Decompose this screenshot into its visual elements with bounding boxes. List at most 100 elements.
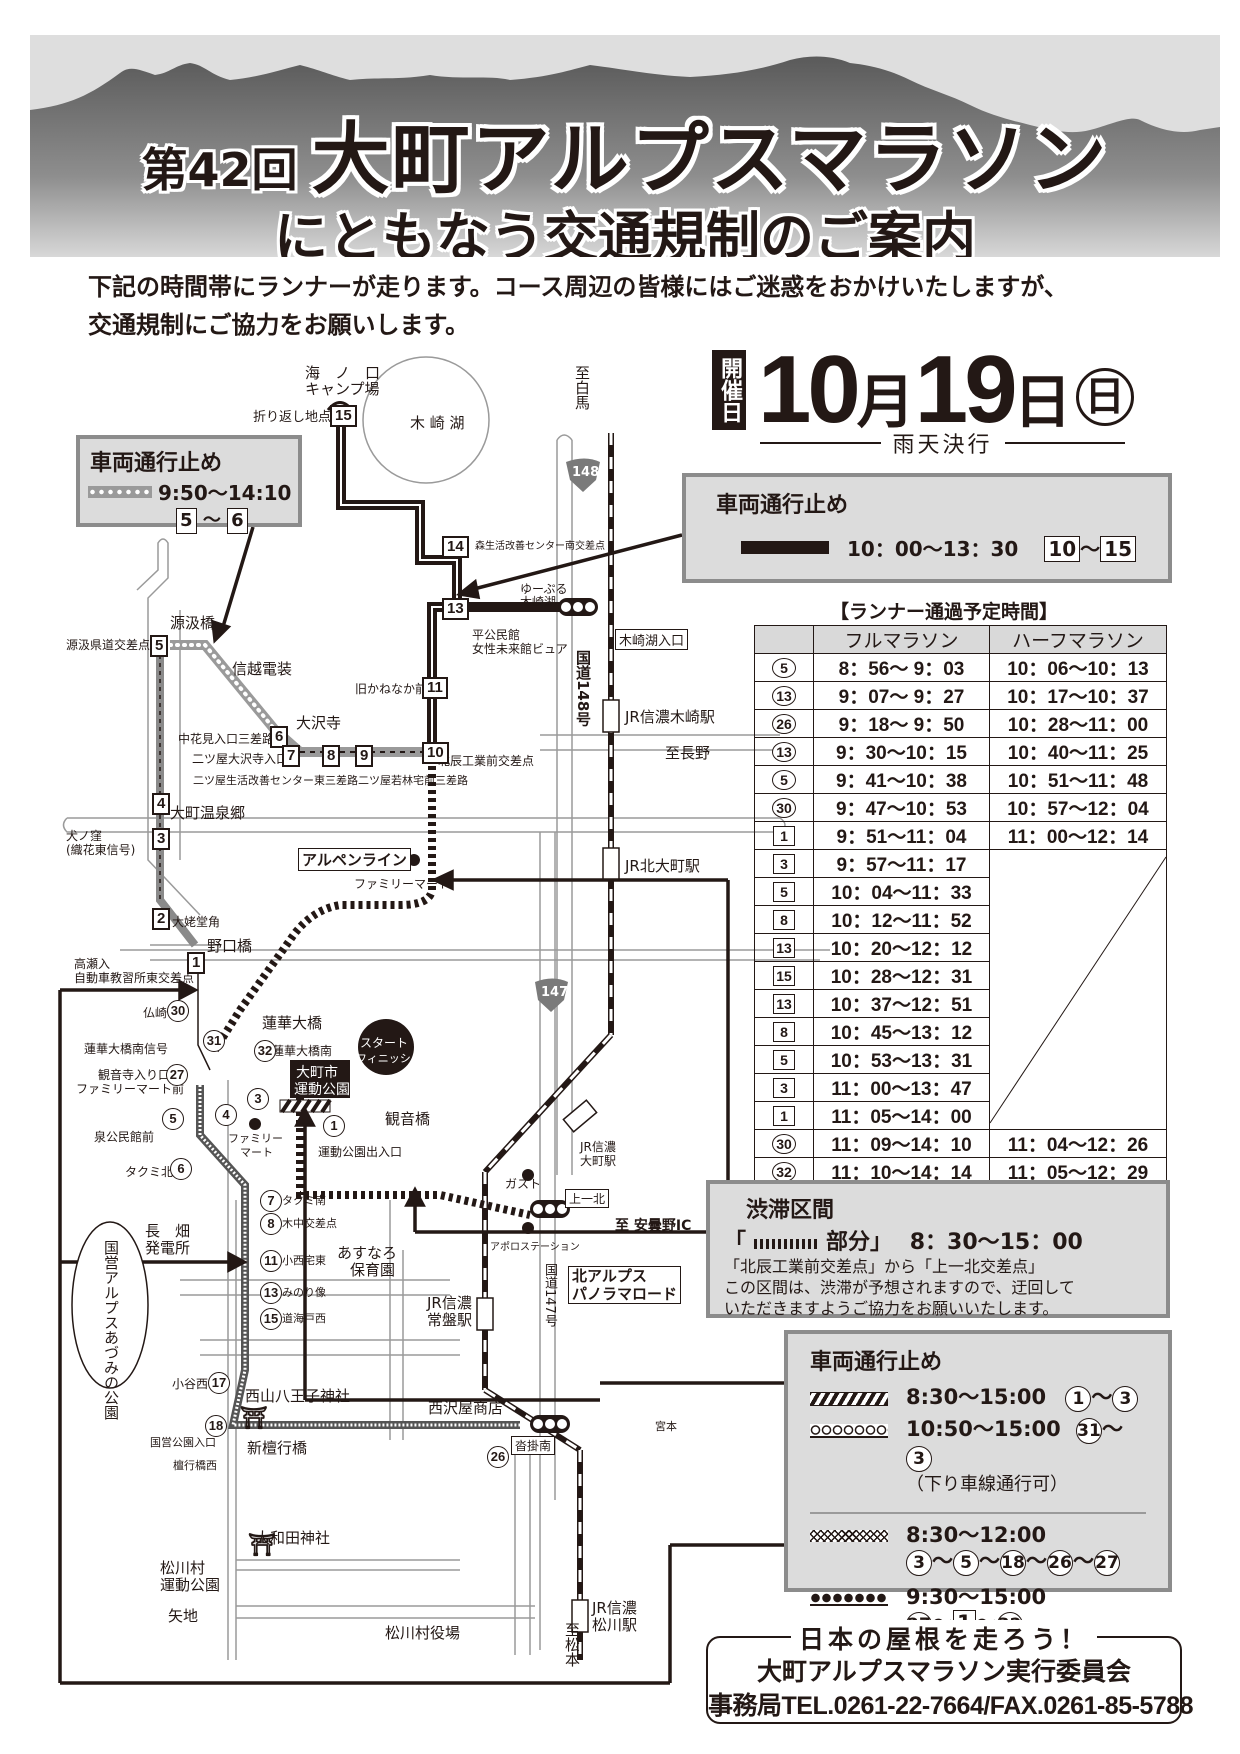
part-label: 部分」 bbox=[826, 1230, 893, 1255]
checkpoint-c18: 18 bbox=[205, 1415, 227, 1437]
legend-item-circles: 10:50〜15:00 31〜3 （下り車線通行可） bbox=[810, 1416, 1146, 1498]
full-time: 11：05〜14：00 bbox=[813, 1101, 990, 1130]
map-label-miyamoto: 宮本 bbox=[655, 1420, 677, 1433]
checkpoint-c27: 27 bbox=[166, 1064, 188, 1086]
map-label-futatsuya-wakabayashi: 二ツ屋若林宅前三差路 bbox=[358, 774, 468, 787]
congestion-time-row: 「 部分」 8：30〜15：00 bbox=[724, 1224, 1152, 1256]
half-time-empty-cell bbox=[989, 849, 1167, 1130]
legend-time: 8:30〜12:00 bbox=[906, 1523, 1047, 1547]
marker: 8 bbox=[773, 1021, 795, 1042]
divider bbox=[1004, 442, 1126, 444]
map-label-asunaro-2: 保育園 bbox=[350, 1261, 396, 1279]
checkpoint-3: 3 bbox=[152, 828, 171, 850]
map-label-nishizawaya: 西沢屋商店 bbox=[428, 1399, 504, 1417]
marker: 5 bbox=[772, 769, 796, 790]
checkpoint-c26: 26 bbox=[487, 1446, 509, 1468]
table-row: 13 10：37〜12：51 bbox=[754, 989, 1167, 1018]
full-time: 9：41〜10：38 bbox=[813, 765, 990, 794]
half-time: 10：51〜11：48 bbox=[989, 765, 1167, 794]
range-to: 6 bbox=[227, 508, 248, 534]
map-label-to-hakuba: 至白馬 bbox=[573, 365, 591, 410]
map-label-hachiouji: 西山八王子神社 bbox=[245, 1387, 351, 1405]
range-point: 3 bbox=[906, 1550, 932, 1576]
full-time: 10：53〜13：31 bbox=[813, 1045, 990, 1074]
map-label-apollo: アポロステーション bbox=[490, 1242, 580, 1253]
congestion-legend: 渋滞区間 「部分」 8：30〜15：00 「北辰工業前交差点」から「上一北交差点… bbox=[706, 1180, 1170, 1318]
full-time: 10：37〜12：51 bbox=[813, 989, 990, 1018]
map-label-takasein-2: 自動車教習所東交差点 bbox=[74, 971, 195, 985]
closure-legend-lower: 車両通行止め 8:30〜15:00 1〜3 10:50〜15:00 31〜3 （… bbox=[784, 1330, 1172, 1638]
page-title: 第42回大町アルプスマラソン bbox=[30, 97, 1220, 209]
map-label-to-nagano: 至長野 bbox=[665, 744, 711, 762]
checkpoint-13: 13 bbox=[442, 598, 469, 620]
closure-legend-time: 10：00〜13：30 bbox=[847, 537, 1019, 561]
map-label-kannonji: 観音寺入り口 bbox=[98, 1068, 171, 1082]
map-label-familymart-2b: マート bbox=[240, 1146, 273, 1159]
map-label-genkyubashi: 源汲橋 bbox=[170, 614, 216, 632]
congestion-time: 8：30〜15：00 bbox=[909, 1230, 1083, 1255]
map-label-rengeohashi-minami: 蓮華大橋南 bbox=[272, 1044, 333, 1058]
full-time: 9：57〜11：17 bbox=[813, 849, 990, 878]
closure-legend-time: 9:50〜14:10 bbox=[158, 481, 292, 505]
full-time: 10：04〜11：33 bbox=[813, 877, 990, 906]
solid-black-swatch-icon bbox=[741, 541, 829, 554]
marker: 13 bbox=[772, 685, 796, 706]
marker: 13 bbox=[773, 993, 795, 1014]
map-label-taira-komin-2: 女性未来館ビュア bbox=[472, 642, 568, 656]
legend-time: 9:30〜15:00 bbox=[906, 1585, 1047, 1609]
half-time: 10：28〜11：00 bbox=[989, 709, 1167, 738]
checkpoint-c30: 30 bbox=[167, 1000, 189, 1022]
map-label-genkyu-junction: 源汲県道交差点 bbox=[66, 638, 151, 652]
half-time: 10：57〜12：04 bbox=[989, 793, 1167, 822]
full-time: 10：12〜11：52 bbox=[813, 905, 990, 934]
timetable-title: 【ランナー通過予定時間】 bbox=[830, 601, 1059, 623]
mountain-silhouette-icon bbox=[30, 35, 1220, 257]
marker: 5 bbox=[772, 657, 796, 678]
checkpoint-c3: 3 bbox=[247, 1088, 269, 1110]
map-label-to-azumino: 至 安曇野IC bbox=[615, 1218, 692, 1234]
range-point: 27 bbox=[1094, 1550, 1120, 1576]
map-label-takasein: 高瀬入 bbox=[74, 957, 111, 971]
map-label-lake: 木 崎 湖 bbox=[410, 414, 465, 432]
map-label-panorama-road: 北アルプス パノラマロード bbox=[568, 1266, 682, 1304]
closure-legend-title: 車両通行止め bbox=[90, 451, 223, 476]
range-point: 26 bbox=[1047, 1550, 1073, 1576]
range-from: 5 bbox=[176, 508, 197, 534]
date-month: 10 bbox=[758, 336, 861, 443]
column-header-marker bbox=[754, 625, 814, 654]
map-label-jr-matsukawa: JR信濃 bbox=[592, 1599, 637, 1617]
half-time: 10：17〜10：37 bbox=[989, 681, 1167, 710]
map-label-camp: キャンプ場 bbox=[305, 380, 380, 398]
checkpoint-c4: 4 bbox=[215, 1104, 237, 1126]
marker: 26 bbox=[772, 713, 796, 734]
map-label-konishi: 小西宅東 bbox=[282, 1254, 326, 1267]
checkpoint-c17: 17 bbox=[208, 1372, 230, 1394]
closure-legend-10-15: 車両通行止め 10：00〜13：30 10〜15 bbox=[682, 473, 1172, 583]
range-to: 15 bbox=[1100, 536, 1137, 562]
checkpoint-6: 6 bbox=[270, 726, 289, 748]
checkpoint-1: 1 bbox=[187, 952, 206, 974]
range-point: 5 bbox=[953, 1550, 979, 1576]
map-label-matsukawa-park-2: 運動公園 bbox=[160, 1576, 221, 1594]
full-time: 9：07〜 9：27 bbox=[813, 681, 990, 710]
map-label-asunaro: あすなろ bbox=[337, 1244, 398, 1262]
shrine-icon: ⛩ bbox=[240, 1406, 268, 1431]
map-label-taira-komin: 平公民館 bbox=[472, 628, 521, 642]
map-label-finish: フィニッシュ bbox=[356, 1052, 422, 1065]
map-label-futatsuya-osawa: 二ツ屋大沢寺入口 bbox=[192, 752, 289, 766]
checkpoint-14: 14 bbox=[442, 536, 469, 558]
bracket-open: 「 bbox=[724, 1230, 747, 1255]
map-label-nakahanami: 中花見入口三差路 bbox=[178, 732, 275, 746]
map-label-p14: 森生活改善センター南交差点 bbox=[475, 541, 605, 552]
organizer-footer: 日本の屋根を走ろう！ 大町アルプスマラソン実行委員会 事務局TEL.0261-2… bbox=[706, 1620, 1194, 1724]
map-label-kinaka: 木中交差点 bbox=[282, 1217, 337, 1230]
railway-line bbox=[476, 433, 620, 1660]
marker: 1 bbox=[773, 825, 795, 846]
map-label-rengeohashi-minami-signal: 蓮華大橋南信号 bbox=[84, 1042, 169, 1056]
map-label-uminokuchi: 海 ノ 口 bbox=[305, 364, 381, 382]
